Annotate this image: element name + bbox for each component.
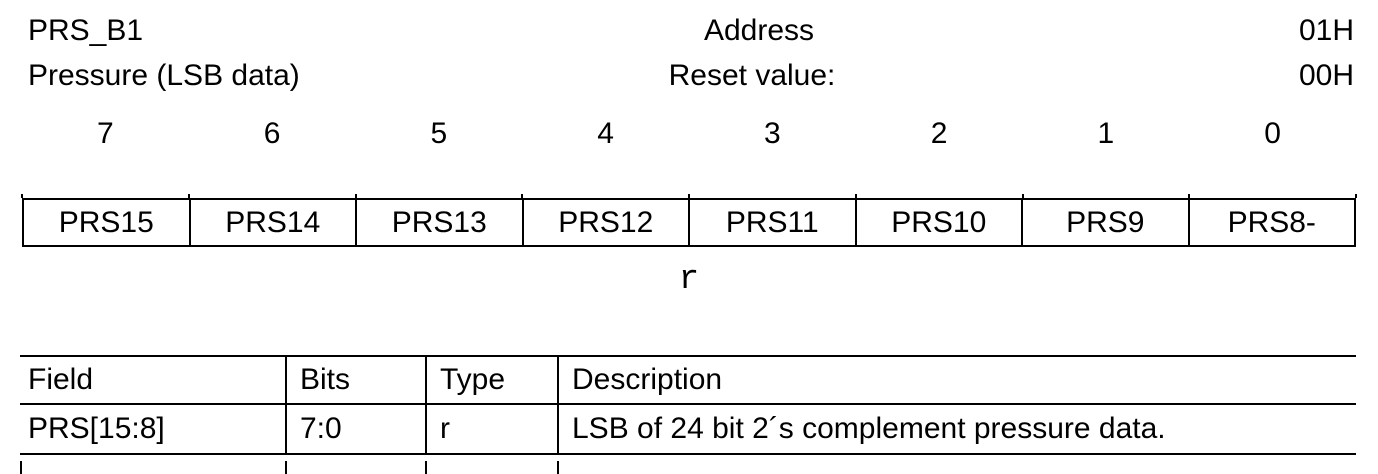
bit-field-cell: PRS12 bbox=[521, 200, 689, 245]
reset-value: 00H bbox=[1298, 59, 1354, 92]
bit-number-4: 4 bbox=[597, 117, 614, 150]
field-name-cell: PRS[15:8] bbox=[28, 412, 165, 445]
column-header-description: Description bbox=[557, 357, 1356, 403]
bit-field-cell: PRS15 bbox=[58, 205, 154, 239]
bit-number-6: 6 bbox=[263, 117, 281, 150]
ruling-tick-bottom bbox=[425, 461, 427, 474]
column-header-field: Field bbox=[28, 363, 94, 396]
bit-number-1: 1 bbox=[1097, 117, 1115, 150]
bit-field-cell: PRS13 bbox=[355, 200, 522, 245]
field-description-table: Field Bits Type Description PRS[15:8] 7:… bbox=[20, 355, 1356, 455]
bit-field-row: PRS15 PRS14 PRS13 PRS12 PRS11 PRS10 PRS9… bbox=[22, 198, 1356, 247]
reset-value-label: Reset value: bbox=[668, 59, 836, 92]
address-label: Address bbox=[703, 14, 815, 47]
field-type-cell: r bbox=[425, 405, 557, 453]
field-table-header-row: Field Bits Type Description bbox=[20, 355, 1356, 405]
register-name: PRS_B1 bbox=[28, 14, 144, 47]
bit-field-cell: PRS11 bbox=[688, 200, 855, 245]
ruling-ticks-top bbox=[21, 194, 1357, 198]
bit-field-cell: PRS10 bbox=[854, 200, 1022, 245]
column-header-bits: Bits bbox=[285, 357, 425, 403]
ruling-tick-bottom bbox=[20, 461, 22, 474]
ruling-tick-bottom bbox=[557, 461, 559, 474]
ruling-tick-bottom bbox=[285, 461, 287, 474]
field-description-cell: LSB of 24 bit 2´s complement pressure da… bbox=[557, 405, 1356, 453]
address-value: 01H bbox=[1298, 14, 1354, 47]
bit-field-cell: PRS8- bbox=[1187, 200, 1355, 245]
register-description: Pressure (LSB data) bbox=[28, 59, 300, 92]
access-type-marker: r bbox=[678, 261, 700, 299]
bit-number-0: 0 bbox=[1264, 117, 1281, 150]
bit-field-cell: PRS14 bbox=[188, 200, 356, 245]
bit-number-3: 3 bbox=[764, 117, 781, 150]
bit-field-cell: PRS9 bbox=[1021, 200, 1188, 245]
column-header-type: Type bbox=[425, 357, 557, 403]
field-bits-cell: 7:0 bbox=[285, 405, 425, 453]
bit-number-row: 7 6 5 4 3 2 1 0 bbox=[22, 118, 1356, 150]
bit-number-7: 7 bbox=[97, 117, 114, 150]
field-table-row: PRS[15:8] 7:0 r LSB of 24 bit 2´s comple… bbox=[20, 405, 1356, 455]
bit-number-5: 5 bbox=[430, 117, 448, 150]
bit-number-2: 2 bbox=[930, 117, 948, 150]
